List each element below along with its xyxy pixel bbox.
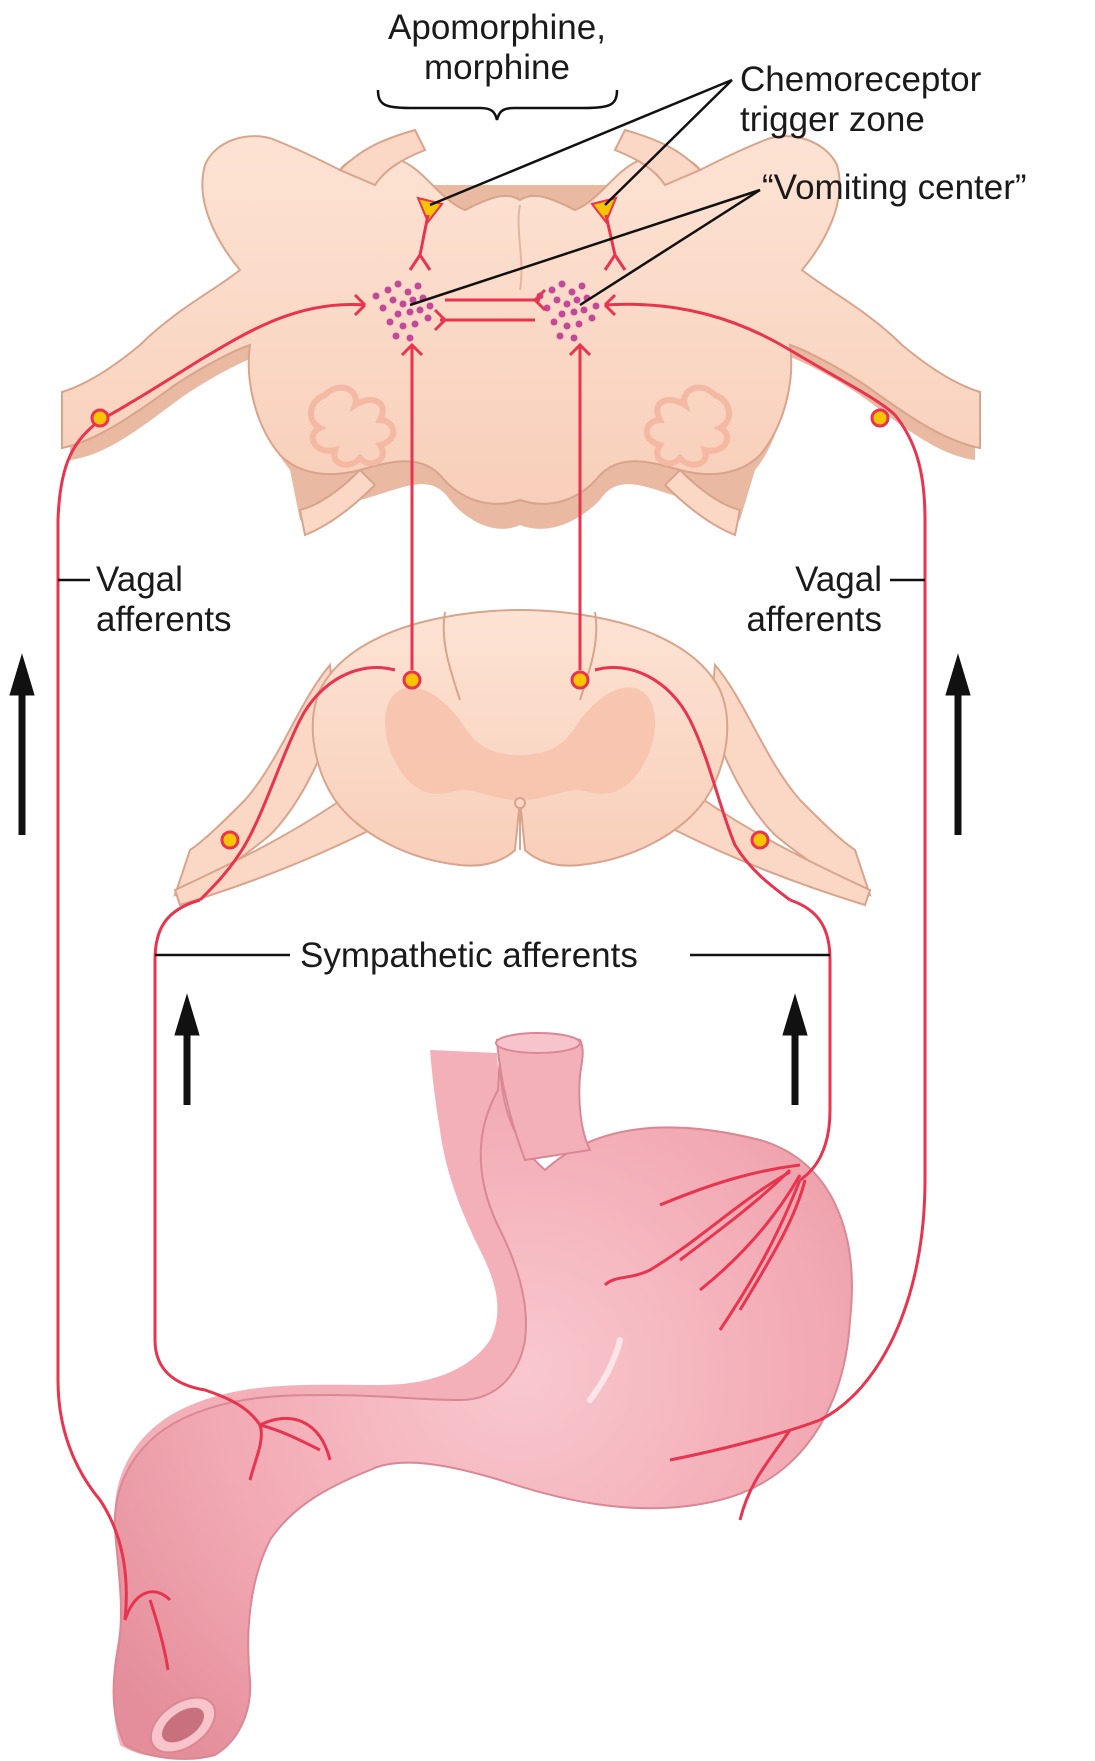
vagal-branch-left-1 (123, 1590, 172, 1621)
arrow-up-vagal-left (9, 653, 35, 835)
vagal-left-line1: Vagal (96, 560, 183, 599)
ctz-label: Chemoreceptor trigger zone (740, 60, 981, 140)
dorsal-root-ganglion-right (750, 830, 770, 850)
spinal-cord-section (173, 608, 872, 907)
drug-label: Apomorphine, morphine (372, 8, 622, 88)
drug-label-line1: Apomorphine, (388, 8, 606, 47)
sympathetic-afferent-right (789, 898, 832, 1182)
spinal-grey-matter (385, 687, 655, 800)
spinal-neuron-right (570, 670, 590, 690)
spinal-central-canal (514, 797, 526, 809)
medulla-bottom-right (663, 468, 742, 537)
stomach (112, 1032, 853, 1760)
ctz-right (590, 196, 618, 224)
arrow-up-vagal-right (945, 653, 971, 835)
spinal-neuron-left (402, 670, 422, 690)
vc-fork-2 (433, 308, 447, 332)
vagal-afferents-right-label: Vagal afferents (732, 560, 882, 640)
vagal-branch-left-2 (148, 1599, 170, 1671)
vagal-right-line2: afferents (746, 600, 882, 639)
ctz-label-line2: trigger zone (740, 100, 925, 139)
dorsal-root-ganglion-left (220, 830, 240, 850)
vagal-into-medulla-right (603, 293, 897, 417)
medulla-peduncle-right (613, 128, 702, 187)
sympathetic-afferents-label: Sympathetic afferents (300, 936, 638, 975)
olive-left (308, 384, 397, 468)
drug-label-line2: morphine (424, 48, 570, 87)
ctz-to-vc-right (603, 214, 627, 271)
sympathetic-into-cord-left (198, 665, 396, 902)
duodenum-lumen (161, 1707, 205, 1743)
stomach-vagal-branch-5 (603, 1170, 791, 1287)
vagal-branch-right-2 (738, 1429, 792, 1521)
sympathetic-afferent-left (153, 898, 263, 1481)
stomach-vagal-branch-3 (699, 1174, 802, 1292)
sympathetic-branch-left-2 (259, 1416, 332, 1461)
esophagus-opening (495, 1032, 581, 1054)
descending-left-fork (400, 342, 424, 357)
vc-leader-2 (579, 188, 761, 307)
medulla-midline (517, 204, 523, 291)
ctz-left (416, 196, 444, 224)
vomiting-center-left (372, 280, 434, 342)
ctz-to-vc-left (408, 214, 432, 271)
spinal-dorsal-sulcus (442, 611, 461, 701)
sympathetic-into-cord-right (594, 665, 791, 902)
arrow-up-sympathetic-left (174, 993, 200, 1105)
vagal-afferent-right (819, 414, 927, 1422)
vc-leader-1 (409, 188, 761, 307)
stomach-vagal-branch-4 (738, 1179, 807, 1311)
drug-brace (376, 89, 619, 121)
direction-arrows (9, 653, 971, 1105)
vc-fork-1 (533, 288, 547, 312)
vagal-into-medulla-left (99, 293, 367, 422)
olive-right (643, 384, 732, 468)
nerve-pathways (56, 214, 927, 1671)
vagal-ganglion-right (870, 408, 890, 428)
vagal-right-line1: Vagal (795, 560, 882, 599)
vagal-branch-right-1 (669, 1418, 821, 1462)
arrow-up-sympathetic-right (782, 993, 808, 1105)
spinal-ventral-right (673, 788, 872, 907)
vomiting-center-label: “Vomiting center” (762, 168, 1027, 207)
stomach-vagal-branch-6 (718, 1179, 802, 1331)
spinal-root-right (708, 662, 872, 897)
ctz-leader-1 (429, 78, 733, 207)
vagal-left-line2: afferents (96, 600, 232, 639)
ganglia (90, 408, 890, 850)
ctz-label-line1: Chemoreceptor (740, 60, 982, 99)
vagal-ganglion-left (90, 408, 110, 428)
spinal-dorsal-sulcus-2 (579, 611, 598, 701)
annotation-lines (58, 78, 925, 957)
stomach-highlight (587, 1337, 623, 1403)
ctz-leader-2 (604, 79, 733, 206)
descending-right-fork (568, 342, 592, 357)
stomach-main (112, 1054, 853, 1760)
stomach-vagal-branch-1 (659, 1163, 801, 1207)
sympathetic-branch-left-1 (259, 1423, 321, 1452)
spinal-root-left (173, 662, 337, 897)
medulla-bottom-left (298, 468, 377, 537)
vagal-afferent-left (56, 418, 128, 1621)
stomach-vagal-branch-2 (679, 1168, 792, 1262)
vagal-afferents-left-label: Vagal afferents (96, 560, 232, 640)
medulla-peduncle-left (338, 128, 427, 187)
